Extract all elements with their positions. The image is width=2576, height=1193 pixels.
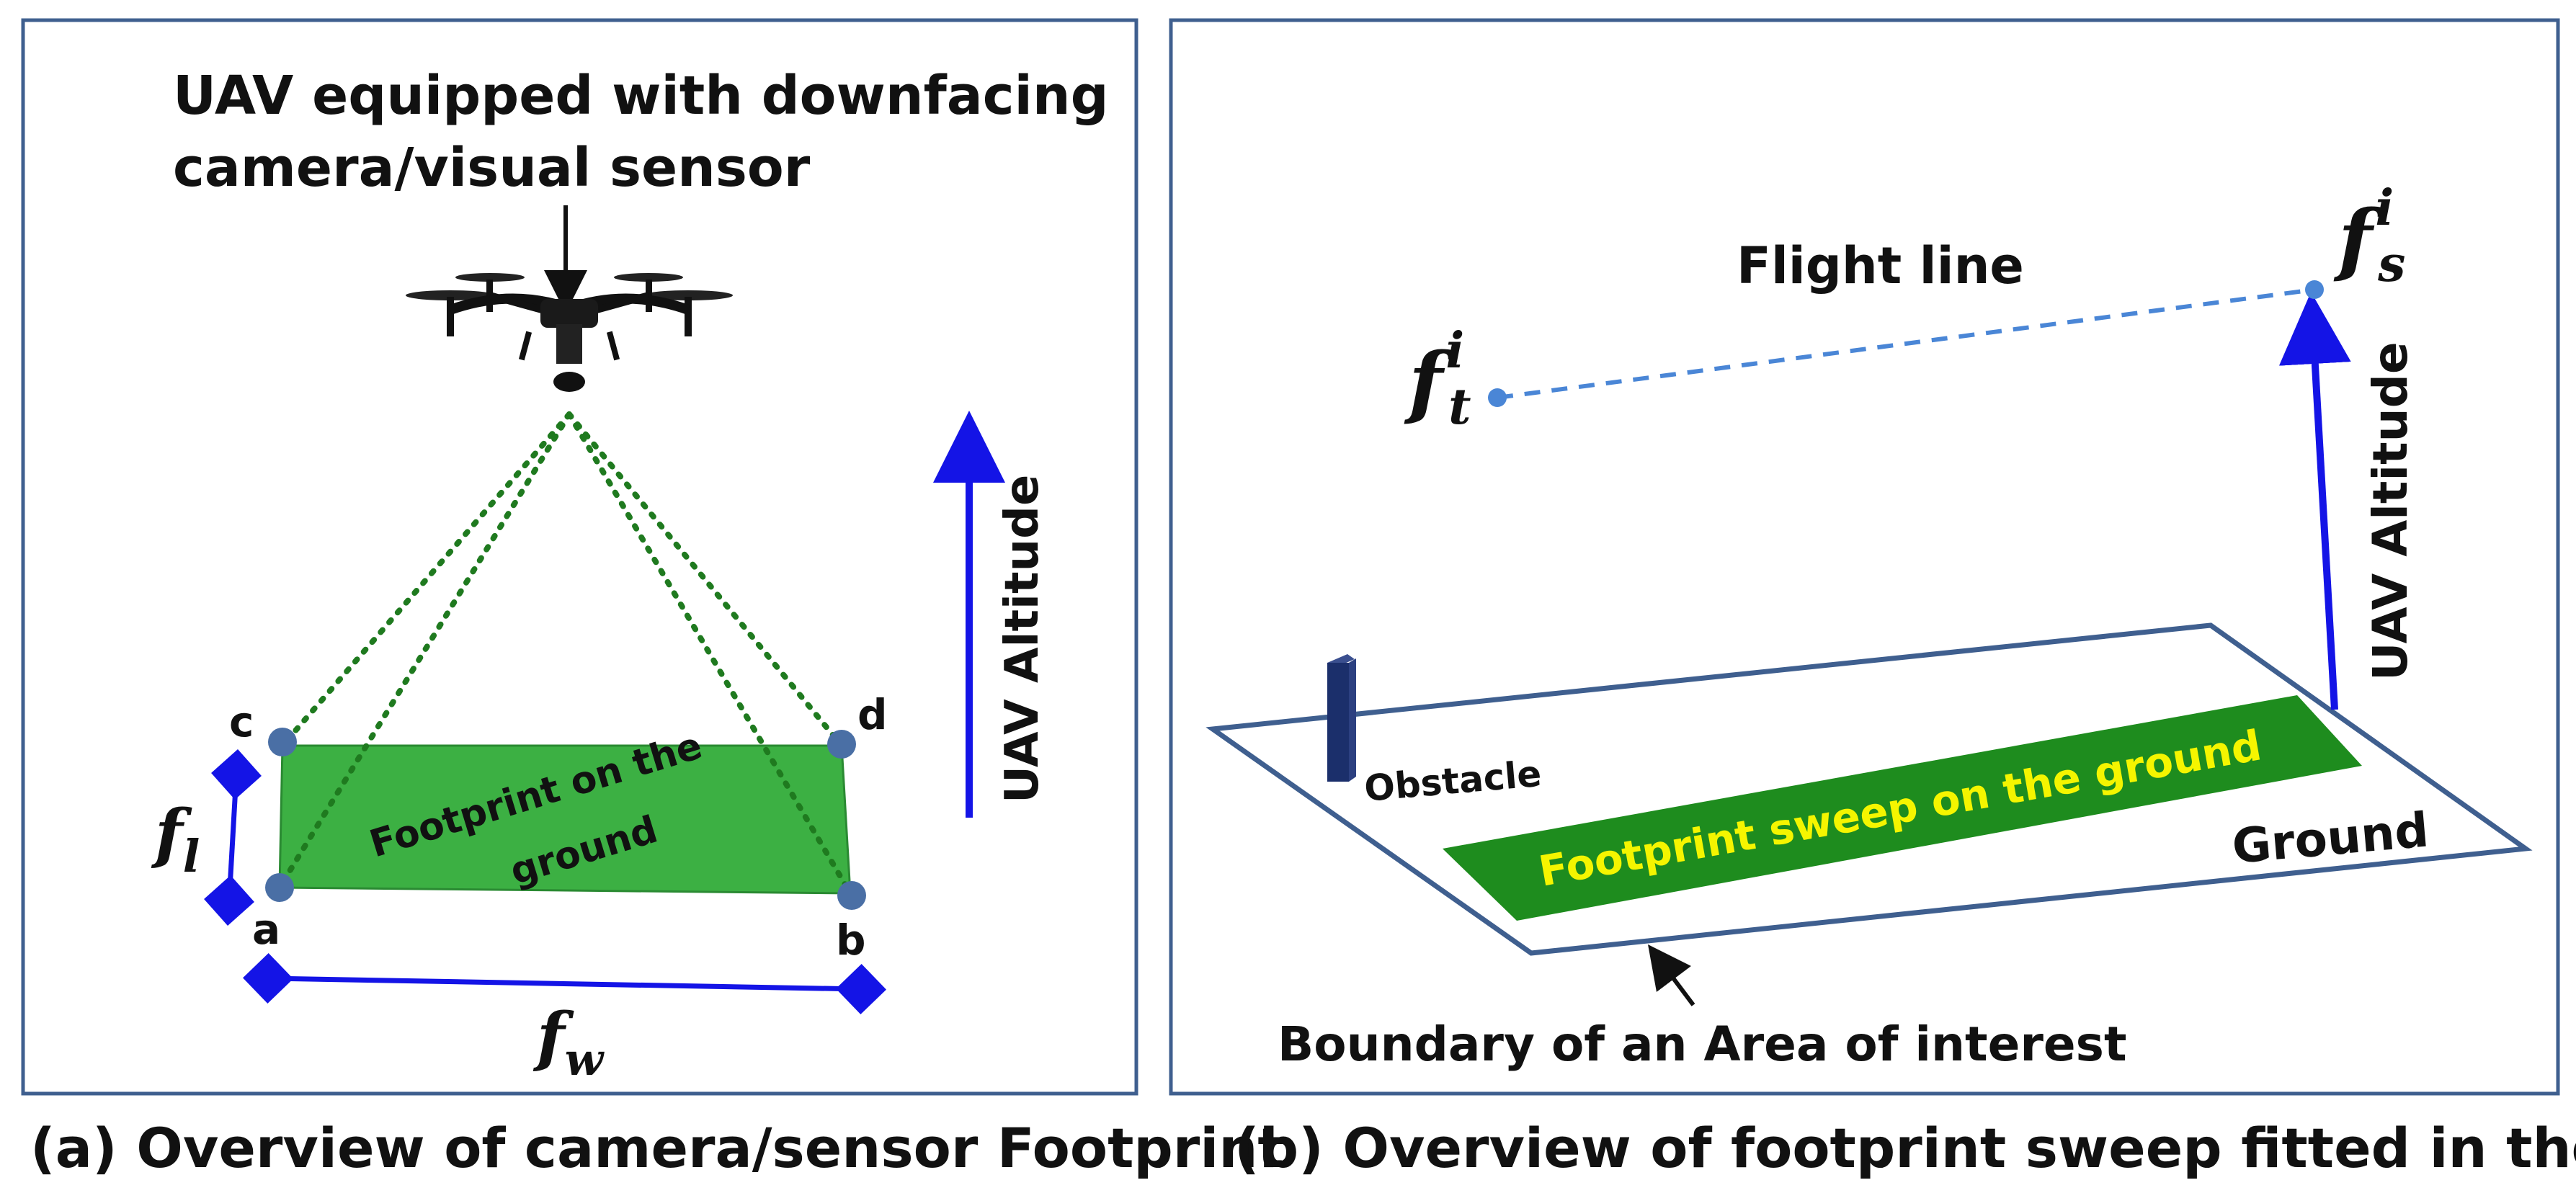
corner-label-b: b <box>836 916 866 965</box>
fl-symbol: fl <box>151 795 200 883</box>
altitude-label-a: UAV Altitude <box>996 475 1049 803</box>
panel-a-title-line1: UAV equipped with downfacing <box>173 65 1109 127</box>
corner-label-d: d <box>857 690 888 739</box>
flight-line <box>1497 287 2315 400</box>
panel-b: Obstacle Footprint sweep on the ground G… <box>1169 18 2560 1096</box>
panel-a-title-line2: camera/visual sensor <box>173 137 811 199</box>
boundary-label: Boundary of an Area of interest <box>1278 1016 2127 1072</box>
caption-b: (b) Overview of footprint sweep fitted i… <box>1234 1116 2576 1180</box>
obstacle-block <box>1327 654 1356 782</box>
panel-a: UAV equipped with downfacing camera/visu… <box>21 18 1138 1096</box>
flight-end-dot <box>2305 280 2324 299</box>
corner-label-a: a <box>252 905 280 954</box>
corner-dot-b <box>837 881 866 910</box>
corner-dot-c <box>268 728 297 756</box>
panel-a-frame <box>21 18 1138 1096</box>
altitude-label-b: UAV Altitude <box>2363 341 2418 681</box>
footprint-sweep-area <box>1443 695 2362 921</box>
flight-start-dot <box>1488 388 1507 407</box>
panel-b-frame <box>1169 18 2560 1096</box>
fw-symbol: fw <box>532 998 605 1086</box>
corner-dot-d <box>827 730 856 759</box>
corner-label-c: c <box>229 697 254 746</box>
quadcopter-drone-icon <box>406 273 733 392</box>
flight-line-label: Flight line <box>1737 236 2024 295</box>
fl-measure-line <box>204 749 262 926</box>
altitude-arrow-b <box>2278 292 2351 710</box>
caption-a: (a) Overview of camera/sensor Footprint <box>30 1116 1284 1180</box>
fw-measure-line <box>243 953 886 1014</box>
corner-dot-a <box>265 873 294 902</box>
view-lines <box>277 411 853 896</box>
boundary-pointer-arrow <box>1648 944 1695 1006</box>
